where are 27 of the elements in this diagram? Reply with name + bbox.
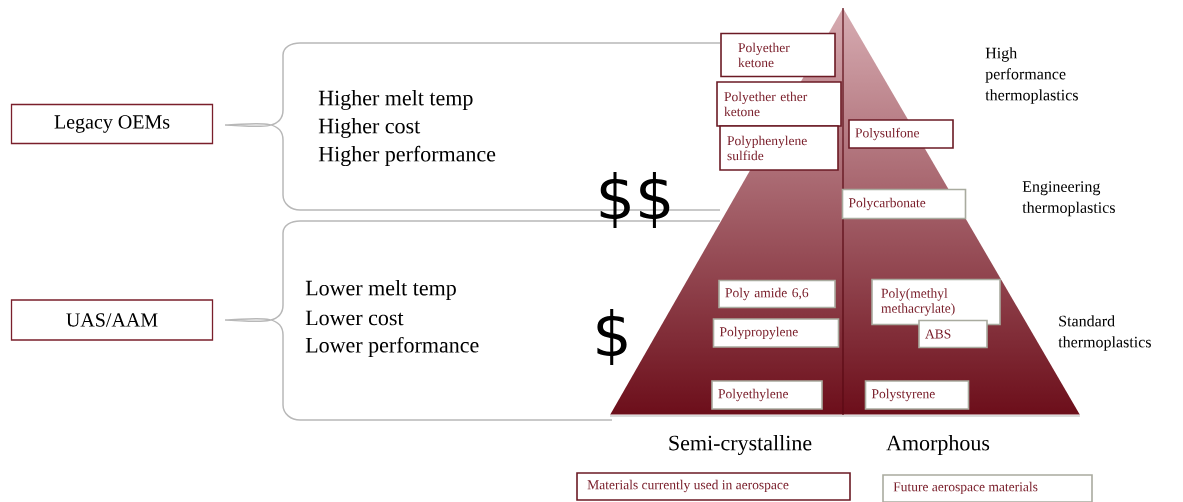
material-box: Poly amide 6,6 [718, 279, 836, 309]
level-label: Engineering thermoplastics [1022, 181, 1115, 217]
property-text: Higher performance [318, 145, 496, 167]
material-box: Polyether ketone [720, 32, 836, 78]
cost-symbol: $ [597, 308, 627, 366]
material-box: Polycarbonate [841, 188, 967, 220]
property-text: Lower cost [305, 310, 404, 326]
material-box: Polyether ether ketone [716, 81, 842, 127]
legend-box: Materials currently used in aerospace [576, 472, 851, 501]
material-box: Polyphenylene sulfide [719, 125, 839, 171]
property-text: Higher cost [318, 118, 421, 138]
cost-symbol: $$ [600, 171, 670, 229]
material-box: ABS [918, 319, 988, 349]
column-label: Semi-crystalline [669, 435, 812, 455]
legend-box: Future aerospace materials [882, 474, 1093, 502]
property-text: Lower performance [305, 336, 479, 358]
property-text: Higher melt temp [318, 90, 473, 110]
material-box: Polysulfone [848, 119, 954, 149]
material-box: Polypropylene [712, 318, 840, 348]
group-box: Legacy OEMs [10, 103, 214, 145]
level-label: High performance thermoplastics [985, 47, 1078, 104]
property-text: Lower melt temp [305, 280, 456, 300]
material-box: Polystyrene [864, 380, 970, 410]
group-box: UAS/AAM [10, 299, 214, 341]
material-box: Polyethylene [711, 380, 823, 410]
column-label: Amorphous [886, 435, 990, 455]
level-label: Standard thermoplastics [1058, 315, 1151, 351]
